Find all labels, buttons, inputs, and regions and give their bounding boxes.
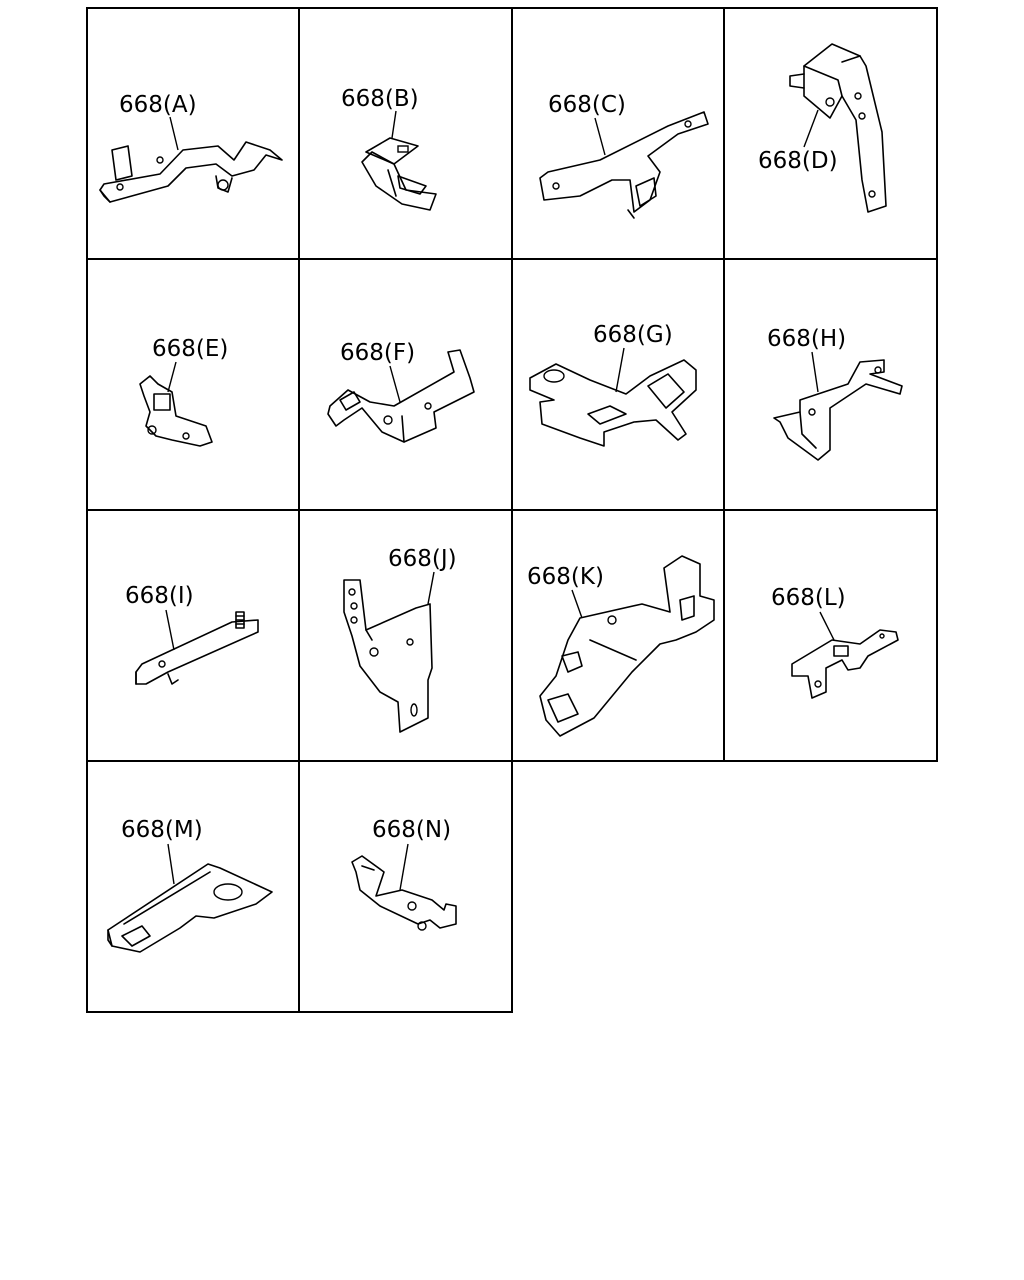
part-label-e: 668(E) — [152, 336, 228, 362]
part-label-n: 668(N) — [372, 817, 451, 843]
part-label-m: 668(M) — [121, 817, 203, 843]
bracket-e-drawing — [139, 375, 213, 447]
part-cell-e[interactable]: 668(E) — [139, 336, 228, 447]
part-cell-l[interactable]: 668(L) — [771, 585, 899, 699]
part-label-l: 668(L) — [771, 585, 846, 611]
part-label-f: 668(F) — [340, 340, 415, 366]
bracket-b-drawing — [361, 137, 437, 211]
part-cell-f[interactable]: 668(F) — [327, 340, 475, 443]
bracket-g-drawing — [529, 359, 697, 447]
part-cell-i[interactable]: 668(I) — [125, 583, 259, 685]
bracket-f-drawing — [327, 349, 475, 443]
part-cell-m[interactable]: 668(M) — [107, 817, 273, 953]
bracket-a-drawing — [99, 141, 283, 203]
bracket-l-drawing — [791, 629, 899, 699]
part-label-k: 668(K) — [527, 564, 604, 590]
part-label-c: 668(C) — [548, 92, 626, 118]
bracket-d-drawing — [789, 43, 887, 213]
part-cell-h[interactable]: 668(H) — [767, 326, 903, 461]
grid — [86, 7, 938, 1013]
part-cell-b[interactable]: 668(B) — [341, 86, 437, 211]
bracket-k-drawing — [539, 555, 715, 737]
bracket-m-drawing — [107, 863, 273, 953]
part-label-g: 668(G) — [593, 322, 673, 348]
part-cell-d[interactable]: 668(D) — [758, 43, 887, 213]
part-cell-k[interactable]: 668(K) — [527, 555, 715, 737]
part-label-d: 668(D) — [758, 148, 838, 174]
part-cell-c[interactable]: 668(C) — [539, 92, 709, 219]
bracket-j-drawing — [343, 579, 433, 733]
bracket-c-drawing — [539, 111, 709, 219]
part-label-j: 668(J) — [388, 546, 457, 572]
part-label-h: 668(H) — [767, 326, 846, 352]
bracket-n-drawing — [351, 855, 457, 931]
part-cell-n[interactable]: 668(N) — [351, 817, 457, 931]
part-label-i: 668(I) — [125, 583, 194, 609]
part-cell-j[interactable]: 668(J) — [343, 546, 457, 733]
part-label-a: 668(A) — [119, 92, 197, 118]
part-cell-g[interactable]: 668(G) — [529, 322, 697, 447]
bracket-h-drawing — [773, 359, 903, 461]
part-label-b: 668(B) — [341, 86, 419, 112]
part-cell-a[interactable]: 668(A) — [99, 92, 283, 203]
bracket-i-drawing — [135, 611, 259, 685]
